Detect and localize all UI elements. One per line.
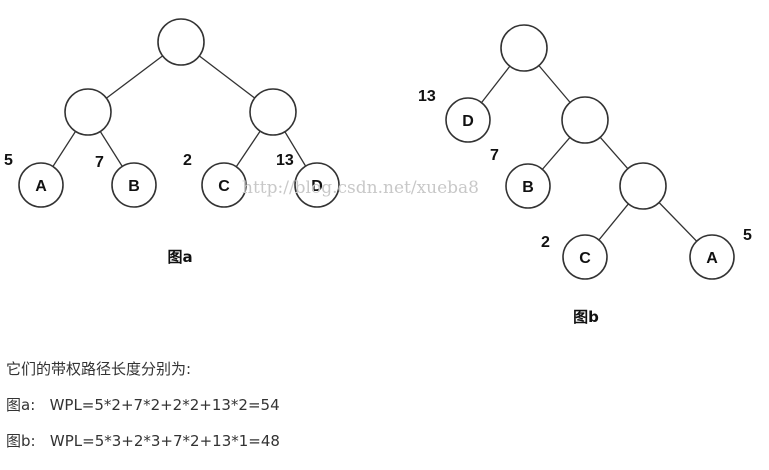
watermark: http://blog.csdn.net/xueba8	[242, 178, 479, 198]
tree-a-internal-node	[249, 88, 297, 136]
wpl-b-line: 图b: WPL=5*3+2*3+7*2+13*1=48	[6, 430, 280, 466]
tree-b-internal-node	[619, 162, 667, 210]
tree-b-leaf-weight: 13	[418, 88, 436, 105]
wpl-b-prefix: 图b:	[6, 432, 36, 450]
tree-a-leaf-node	[111, 162, 157, 208]
tree-a-leaf-label: D	[311, 178, 323, 195]
tree-a-leaf-node	[294, 162, 340, 208]
tree-b-leaf-label: D	[462, 113, 474, 130]
tree-b-edges	[467, 47, 713, 258]
tree-a-internal-node	[64, 88, 112, 136]
tree-a-leaf-weight: 13	[276, 152, 294, 169]
tree-a-leaf-label: B	[128, 178, 140, 195]
wpl-a-line: 图a: WPL=5*2+7*2+2*2+13*2=54	[6, 394, 280, 430]
tree-b-leaf-node	[562, 234, 608, 280]
tree-b-internal-node	[561, 96, 609, 144]
tree-a-leaf-node	[201, 162, 247, 208]
tree-b-leaf-label: C	[579, 250, 591, 267]
tree-b-leaf-node	[445, 97, 491, 143]
tree-b-root-node	[500, 24, 548, 72]
tree-a-leaf-label: C	[218, 178, 230, 195]
tree-b-leaf-node	[689, 234, 735, 280]
tree-b-leaf-weight: 7	[490, 147, 499, 164]
tree-b-leaf-label: B	[522, 179, 534, 196]
tree-b-leaf-weight: 5	[743, 227, 752, 244]
tree-a-leaf-weight: 2	[183, 152, 192, 169]
tree-a-leaf-weight: 7	[95, 154, 104, 171]
tree-b-leaf-weight: 2	[541, 234, 550, 251]
tree-a-root-node	[157, 18, 205, 66]
intro-text: 它们的带权路径长度分别为:	[6, 360, 192, 378]
tree-a-leaf-node	[18, 162, 64, 208]
tree-b-leaf-node	[505, 163, 551, 209]
tree-b-leaf-label: A	[706, 250, 718, 267]
wpl-a-formula: WPL=5*2+7*2+2*2+13*2=54	[49, 396, 280, 414]
tree-b-caption: 图b	[573, 308, 599, 326]
wpl-explanation: 它们的带权路径长度分别为: 图a: WPL=5*2+7*2+2*2+13*2=5…	[6, 358, 280, 466]
tree-a-leaf-weight: 5	[4, 152, 13, 169]
tree-a-leaf-label: A	[35, 178, 47, 195]
tree-a-caption: 图a	[167, 248, 192, 266]
wpl-a-prefix: 图a:	[6, 396, 36, 414]
wpl-b-formula: WPL=5*3+2*3+7*2+13*1=48	[49, 432, 280, 450]
